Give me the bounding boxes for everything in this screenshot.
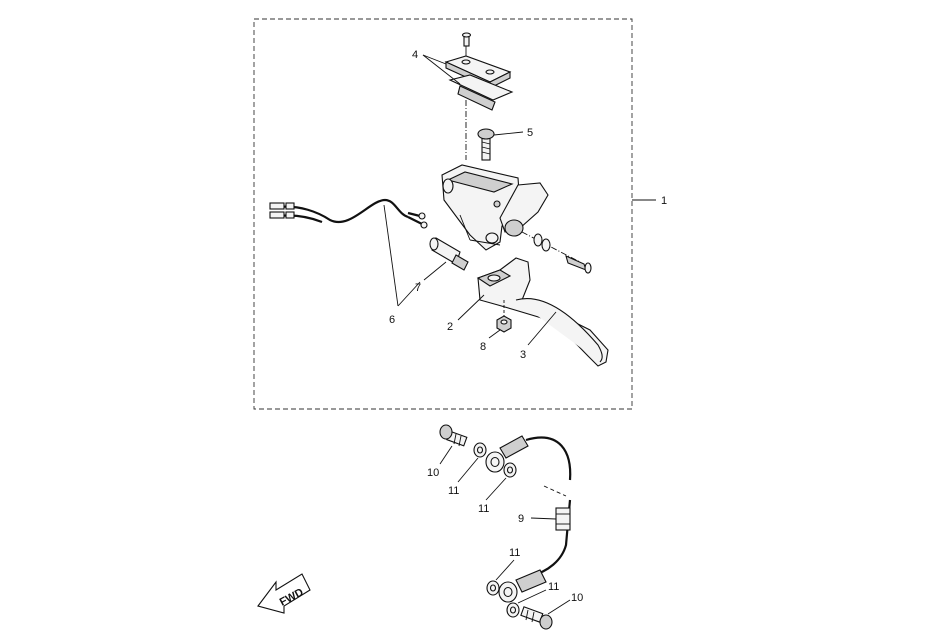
leader-8 (488, 329, 501, 339)
callout-11-upper-b: 11 (478, 503, 489, 515)
forward-arrow-icon: FWD (257, 573, 311, 614)
leader-2 (457, 294, 485, 321)
reservoir-cap-parts (444, 32, 514, 160)
callout-11-lower-b: 11 (548, 581, 559, 593)
leader-11b (485, 477, 507, 501)
leader-4b (422, 54, 461, 85)
leader-11a (457, 457, 479, 483)
pivot-parts (521, 231, 592, 274)
assembly-boundary (253, 18, 633, 410)
callout-11-lower-a: 11 (509, 547, 520, 559)
callout-10-lower: 10 (571, 592, 583, 604)
callout-4: 4 (412, 49, 418, 61)
callout-3: 3 (520, 349, 526, 361)
callout-7: 7 (415, 282, 421, 294)
leader-4a (422, 54, 447, 65)
leader-10b (547, 599, 571, 615)
leader-7 (423, 261, 447, 281)
callout-1: 1 (661, 195, 667, 207)
callout-9: 9 (518, 513, 524, 525)
bolt-5 (477, 128, 495, 161)
leader-5 (493, 131, 524, 136)
leader-3 (527, 311, 557, 346)
callout-8: 8 (480, 341, 486, 353)
brake-switch-cable (269, 198, 428, 229)
leader-11c (495, 559, 515, 581)
master-cylinder-body (441, 164, 549, 251)
brake-hose (439, 424, 572, 630)
leader-11d (517, 589, 547, 604)
callout-6: 6 (389, 314, 395, 326)
brake-lever (476, 257, 609, 367)
callout-10-upper: 10 (427, 467, 439, 479)
leader-6b (397, 281, 421, 307)
callout-2: 2 (447, 321, 453, 333)
callout-11-upper-a: 11 (448, 485, 459, 497)
nut-8 (496, 300, 512, 333)
leader-6a (383, 204, 399, 307)
callout-5: 5 (527, 127, 533, 139)
brake-switch-7 (429, 237, 469, 271)
leader-10a (439, 445, 453, 465)
leader-9 (530, 517, 557, 520)
